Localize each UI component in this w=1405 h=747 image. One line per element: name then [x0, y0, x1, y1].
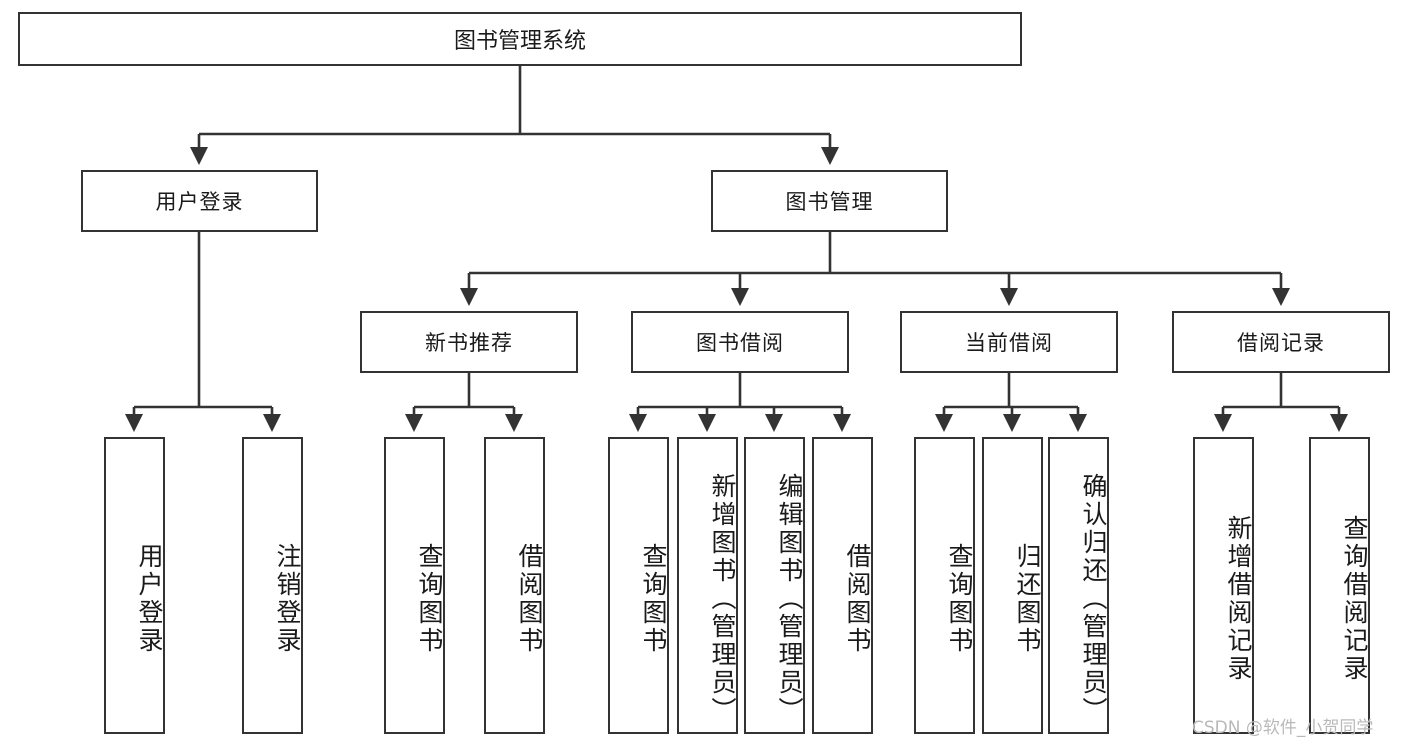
leaf-edit-book-label: 编辑图书（管理员） [775, 472, 804, 725]
node-borrow-record[interactable]: 借阅记录 [1172, 311, 1390, 373]
leaf-logout-label: 注销登录 [273, 542, 302, 655]
node-borrow-record-label: 借阅记录 [1237, 331, 1325, 355]
node-new-book-recommend-label: 新书推荐 [425, 331, 513, 355]
leaf-borrow-book-2-label: 借阅图书 [843, 542, 872, 655]
leaf-borrow-book-1[interactable]: 借阅图书 [484, 437, 545, 734]
leaf-confirm-return-label: 确认归还（管理员） [1079, 472, 1108, 725]
leaf-user-login[interactable]: 用户登录 [104, 437, 165, 734]
leaf-add-book[interactable]: 新增图书（管理员） [677, 437, 738, 734]
leaf-add-record[interactable]: 新增借阅记录 [1193, 437, 1254, 734]
leaf-query-book-3[interactable]: 查询图书 [914, 437, 975, 734]
leaf-query-book-2[interactable]: 查询图书 [608, 437, 669, 734]
leaf-query-book-3-label: 查询图书 [945, 542, 974, 655]
leaf-logout[interactable]: 注销登录 [242, 437, 303, 734]
leaf-return-book-label: 归还图书 [1013, 542, 1042, 655]
node-user-login[interactable]: 用户登录 [81, 170, 318, 232]
leaf-confirm-return[interactable]: 确认归还（管理员） [1048, 437, 1109, 734]
node-book-manage-label: 图书管理 [785, 190, 874, 214]
leaf-add-book-label: 新增图书（管理员） [708, 472, 737, 725]
leaf-query-book-1[interactable]: 查询图书 [384, 437, 445, 734]
leaf-edit-book[interactable]: 编辑图书（管理员） [744, 437, 805, 734]
node-current-borrow-label: 当前借阅 [965, 331, 1053, 355]
node-user-login-label: 用户登录 [155, 190, 244, 214]
node-book-borrow-label: 图书借阅 [696, 331, 784, 355]
leaf-user-login-label: 用户登录 [135, 542, 164, 655]
leaf-add-record-label: 新增借阅记录 [1224, 514, 1253, 683]
node-book-borrow[interactable]: 图书借阅 [631, 311, 849, 373]
node-current-borrow[interactable]: 当前借阅 [900, 311, 1118, 373]
csdn-watermark: CSDN @软件_小贺同学 [1192, 718, 1374, 738]
node-new-book-recommend[interactable]: 新书推荐 [360, 311, 578, 373]
node-book-manage[interactable]: 图书管理 [711, 170, 948, 232]
leaf-borrow-book-1-label: 借阅图书 [515, 542, 544, 655]
leaf-query-record-label: 查询借阅记录 [1340, 514, 1369, 683]
leaf-query-book-1-label: 查询图书 [415, 542, 444, 655]
leaf-borrow-book-2[interactable]: 借阅图书 [812, 437, 873, 734]
leaf-return-book[interactable]: 归还图书 [982, 437, 1043, 734]
node-root-label: 图书管理系统 [453, 29, 586, 54]
leaf-query-book-2-label: 查询图书 [639, 542, 668, 655]
node-root[interactable]: 图书管理系统 [18, 12, 1022, 66]
leaf-query-record[interactable]: 查询借阅记录 [1309, 437, 1370, 734]
